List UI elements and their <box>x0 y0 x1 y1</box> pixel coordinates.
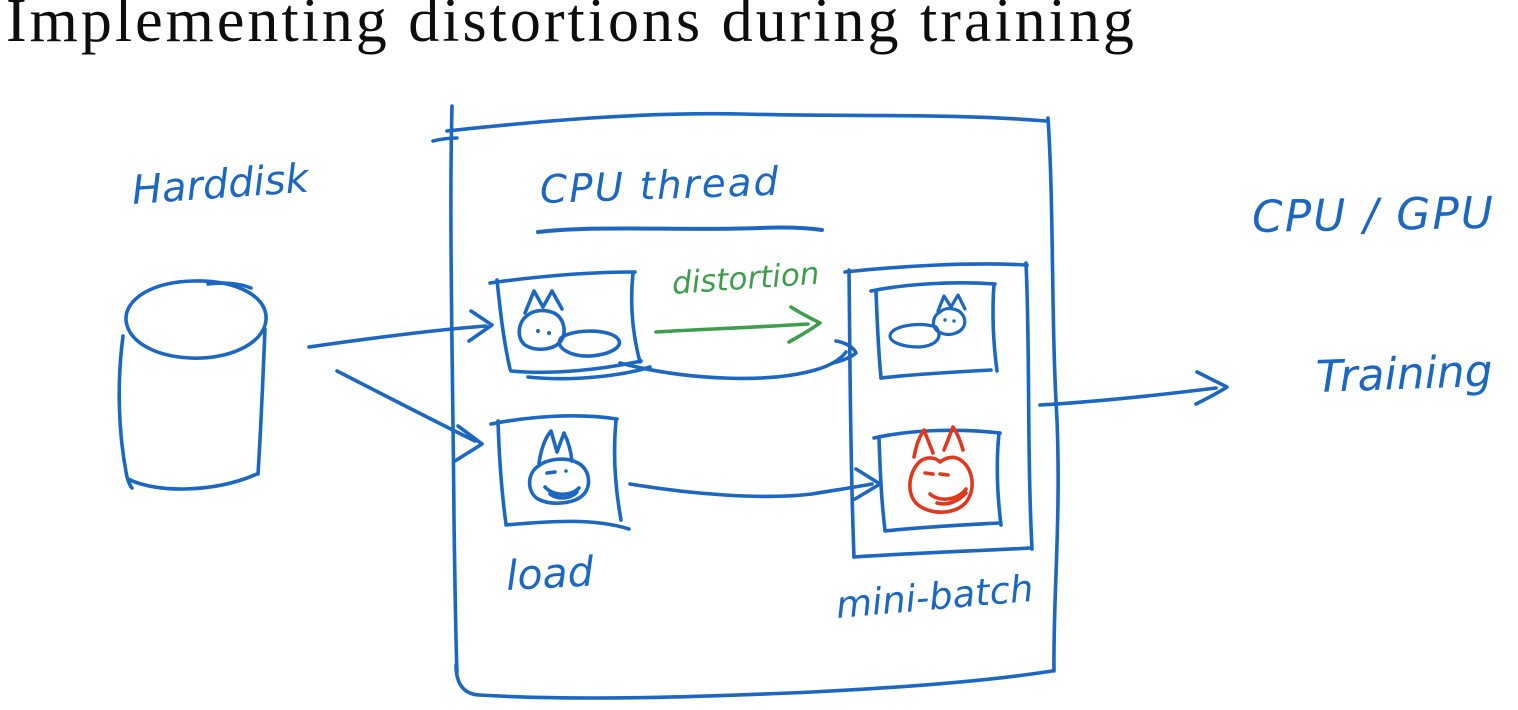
arrow-head <box>787 305 822 344</box>
box-right <box>1024 261 1034 551</box>
cat-eye <box>547 331 551 335</box>
frame-left <box>495 278 512 371</box>
frame-left <box>496 419 508 526</box>
frame-right <box>991 282 999 373</box>
arrow-head <box>453 424 484 463</box>
image-frame-1 <box>488 270 652 381</box>
arrow-box-to-training <box>1038 370 1229 407</box>
frame-bottom <box>883 521 1000 533</box>
cat-mouth <box>543 485 581 497</box>
arrow-head <box>831 339 858 365</box>
box-corner-tick <box>431 136 459 143</box>
cat-ears <box>523 289 564 315</box>
arrow-head <box>467 309 494 343</box>
box-left <box>449 104 459 674</box>
cat-eye <box>943 318 947 322</box>
box-top <box>445 111 1048 133</box>
arrow-shaft <box>618 350 848 381</box>
cat-eye <box>564 469 568 473</box>
slide-title: Implementing distortions during training <box>6 0 1137 55</box>
frame-bottom <box>879 368 993 380</box>
arrow-head <box>1194 370 1229 406</box>
cat-sketch-distorted-red <box>908 425 974 514</box>
cylinder-right-side <box>256 327 267 476</box>
cat-sketch-minibatch-top <box>888 293 967 349</box>
arrow-shaft <box>307 324 488 349</box>
cpu-gpu-label: CPU / GPU <box>1251 187 1496 243</box>
cylinder-top-ellipse <box>124 279 268 360</box>
cat-mouth <box>928 487 968 501</box>
distortion-arrow <box>654 305 822 344</box>
arrow-harddisk-to-frame2 <box>335 369 484 463</box>
arrow-shaft <box>654 322 810 334</box>
frame-left <box>874 289 883 380</box>
arrow-frame2-to-minibatch <box>628 467 882 501</box>
arrow-shaft <box>335 369 477 443</box>
mini-batch-frame-bottom <box>872 428 1003 533</box>
arrow-frame1-to-minibatch <box>618 339 858 381</box>
box-right <box>1046 116 1060 673</box>
frame-top <box>488 270 637 285</box>
cat-mouth-lower <box>548 490 579 500</box>
mini-batch-box <box>843 261 1034 559</box>
frame-bottom <box>504 519 631 531</box>
mini-batch-frame-top <box>869 281 999 380</box>
frame-top <box>489 414 619 426</box>
arrow-harddisk-to-frame1 <box>307 309 494 349</box>
arrow-shaft <box>628 482 874 499</box>
frame-right <box>995 431 1003 527</box>
cat-eye <box>938 472 950 477</box>
cat-head <box>517 308 566 351</box>
harddisk-cylinder-icon <box>117 279 268 491</box>
cpu-thread-box <box>431 104 1060 700</box>
cpu-thread-label: CPU thread <box>539 159 782 213</box>
training-label: Training <box>1315 345 1494 403</box>
cylinder-bottom <box>126 472 259 491</box>
box-left <box>847 268 856 559</box>
cat-eye <box>545 470 557 475</box>
cpu-thread-underline <box>536 225 824 234</box>
frame-right <box>612 418 623 522</box>
cat-ears <box>537 429 574 465</box>
cat-eye <box>923 471 935 476</box>
cat-ear-left <box>912 428 935 459</box>
cat-body <box>888 322 941 349</box>
cat-mouth-lower <box>935 491 968 506</box>
load-label: load <box>504 547 595 600</box>
frame-top <box>869 281 997 293</box>
cat-sketch-frame1 <box>517 289 622 358</box>
frame-top <box>872 428 1002 440</box>
arrow-head <box>853 467 882 501</box>
frame-left <box>877 435 887 532</box>
box-bottom <box>454 663 1054 700</box>
cat-ears <box>936 293 967 313</box>
cat-sketch-frame2 <box>527 429 591 505</box>
cat-head <box>527 457 591 505</box>
frame-right <box>629 271 642 364</box>
cat-ear-right <box>942 425 965 452</box>
cat-eye <box>952 319 956 323</box>
arrow-shaft <box>1038 386 1218 407</box>
box-bottom <box>852 546 1033 559</box>
cat-body <box>557 329 622 358</box>
image-frame-2 <box>489 414 631 531</box>
box-top <box>843 262 1029 274</box>
cat-head <box>908 455 974 514</box>
cylinder-rim-stroke <box>206 281 253 290</box>
cat-eye <box>536 329 540 333</box>
cylinder-left-side <box>117 334 134 490</box>
